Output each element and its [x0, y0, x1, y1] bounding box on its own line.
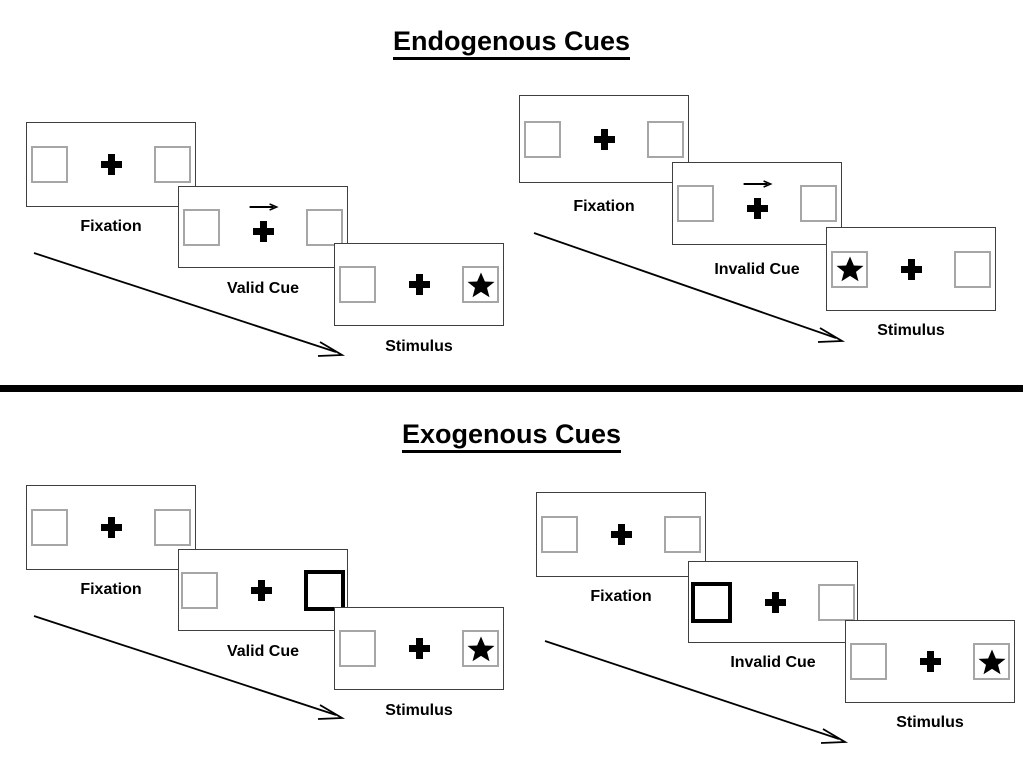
section-title-exogenous: Exogenous Cues — [0, 419, 1023, 453]
frame-exogenous-invalid-stimulus — [845, 620, 1015, 703]
frame-exogenous-valid-cue — [178, 549, 348, 631]
plus-icon — [100, 517, 122, 538]
plus-icon — [250, 579, 272, 601]
plus-icon — [408, 638, 430, 659]
frame-inner — [179, 203, 347, 249]
placeholder-box-left — [677, 185, 714, 222]
section-divider — [0, 385, 1023, 392]
plus-icon — [764, 591, 786, 613]
placeholder-box-left — [339, 266, 376, 303]
frame-endogenous-invalid-cue — [672, 162, 842, 245]
frame-inner — [827, 247, 995, 291]
placeholder-box-left — [31, 146, 68, 183]
caption-endogenous-valid-cue: Valid Cue — [226, 280, 300, 297]
placeholder-box-right — [306, 208, 343, 246]
frame-inner — [27, 506, 195, 550]
fixation-block — [587, 117, 621, 161]
fixation-block — [740, 179, 774, 226]
star-icon — [978, 649, 1005, 674]
time-flow-arrow-exogenous-valid — [33, 615, 346, 720]
placeholder-box-right — [154, 509, 191, 546]
caption-endogenous-valid-stimulus: Stimulus — [385, 338, 453, 355]
caption-endogenous-invalid-cue: Invalid Cue — [714, 261, 800, 278]
fixation-block — [913, 640, 947, 684]
plus-icon — [610, 524, 632, 545]
caption-exogenous-valid-stimulus: Stimulus — [385, 702, 453, 719]
frame-exogenous-valid-stimulus — [334, 607, 504, 690]
frame-endogenous-invalid-stimulus — [826, 227, 996, 311]
frame-inner — [335, 263, 503, 307]
placeholder-box-left — [181, 571, 218, 609]
plus-icon — [593, 128, 615, 150]
star-icon — [836, 256, 863, 282]
section-title-exogenous-text: Exogenous Cues — [401, 419, 622, 453]
placeholder-box-left — [541, 516, 578, 553]
star-icon — [467, 636, 494, 661]
placeholder-box-left — [31, 509, 68, 546]
placeholder-box-left — [524, 120, 561, 158]
time-flow-arrow-endogenous-valid — [33, 252, 346, 357]
stimulus-box-right — [973, 643, 1010, 680]
section-title-endogenous: Endogenous Cues — [0, 26, 1023, 60]
caption-exogenous-invalid-cue: Invalid Cue — [730, 654, 816, 671]
placeholder-box-left — [850, 643, 887, 680]
plus-icon — [900, 258, 922, 280]
plus-icon — [746, 197, 768, 219]
plus-icon — [919, 651, 941, 672]
frame-inner — [537, 513, 705, 557]
frame-endogenous-valid-fixation — [26, 122, 196, 207]
fixation-block — [894, 247, 928, 291]
time-flow-arrow-endogenous-invalid — [533, 232, 846, 343]
arrow-right-icon — [743, 179, 773, 188]
star-icon — [467, 272, 494, 297]
fixation-block — [94, 143, 128, 187]
cue-box-left-highlighted — [691, 581, 732, 623]
placeholder-box-left — [183, 208, 220, 246]
frame-inner — [179, 568, 347, 612]
caption-exogenous-valid-fixation: Fixation — [80, 581, 142, 598]
caption-endogenous-invalid-stimulus: Stimulus — [877, 322, 945, 339]
placeholder-box-right — [954, 250, 991, 288]
placeholder-box-right — [800, 185, 837, 222]
frame-inner — [520, 117, 688, 161]
section-title-endogenous-text: Endogenous Cues — [392, 26, 630, 60]
fixation-block — [758, 580, 792, 624]
fixation-block — [402, 263, 436, 307]
placeholder-box-right — [154, 146, 191, 183]
stimulus-box-left — [831, 250, 868, 288]
cue-box-right-highlighted — [304, 569, 345, 611]
placeholder-box-right — [647, 120, 684, 158]
stimulus-box-right — [462, 266, 499, 303]
placeholder-box-left — [339, 630, 376, 667]
placeholder-box-right — [818, 583, 855, 621]
frame-inner — [846, 640, 1014, 684]
frame-inner — [673, 179, 841, 226]
frame-exogenous-invalid-cue — [688, 561, 858, 643]
arrow-right-icon — [249, 203, 279, 211]
caption-endogenous-invalid-fixation: Fixation — [573, 198, 635, 215]
caption-exogenous-invalid-stimulus: Stimulus — [896, 714, 964, 731]
frame-exogenous-valid-fixation — [26, 485, 196, 570]
plus-icon — [100, 154, 122, 175]
frame-inner — [335, 627, 503, 671]
plus-icon — [408, 274, 430, 295]
plus-icon — [252, 221, 274, 242]
frame-endogenous-valid-cue — [178, 186, 348, 268]
time-flow-arrow-exogenous-invalid — [544, 640, 849, 744]
caption-exogenous-invalid-fixation: Fixation — [590, 588, 652, 605]
frame-exogenous-invalid-fixation — [536, 492, 706, 577]
placeholder-box-right — [664, 516, 701, 553]
caption-exogenous-valid-cue: Valid Cue — [226, 643, 300, 660]
frame-endogenous-invalid-fixation — [519, 95, 689, 183]
caption-endogenous-valid-fixation: Fixation — [80, 218, 142, 235]
frame-inner — [689, 580, 857, 624]
fixation-block — [94, 506, 128, 550]
fixation-block — [604, 513, 638, 557]
fixation-block — [244, 568, 278, 612]
stimulus-box-right — [462, 630, 499, 667]
fixation-block — [246, 203, 280, 249]
frame-endogenous-valid-stimulus — [334, 243, 504, 326]
fixation-block — [402, 627, 436, 671]
frame-inner — [27, 143, 195, 187]
